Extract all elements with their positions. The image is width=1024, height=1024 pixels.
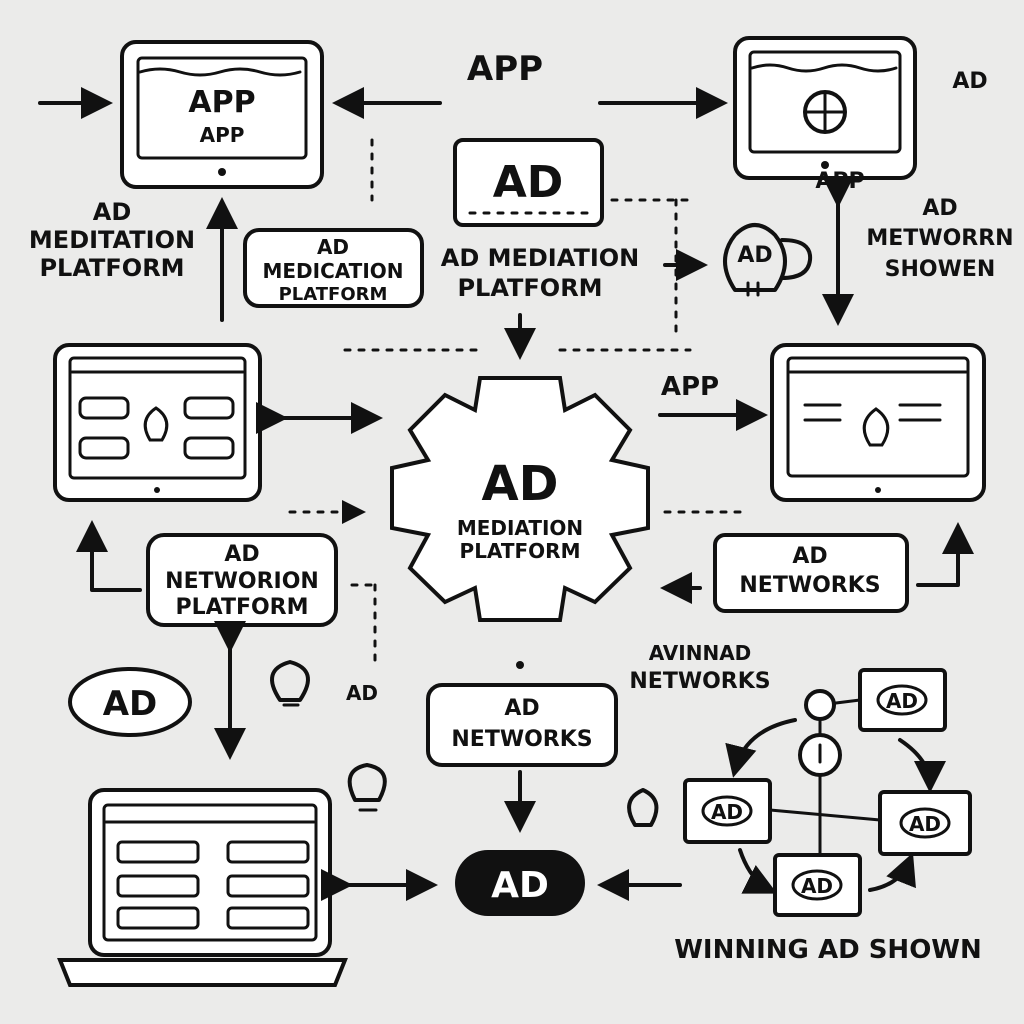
label-text: AD	[711, 800, 743, 824]
label-text: SHOWEN	[885, 257, 996, 282]
ad-small-label: AD	[346, 681, 378, 705]
tablet-app-subtitle: APP	[200, 123, 245, 147]
center-platform-text: AD MEDIATION PLATFORM	[441, 244, 639, 302]
lightbulb-ad-icon: AD	[723, 223, 813, 297]
right-network-text: AD METWORRN SHOWEN	[866, 196, 1013, 282]
label-text: AD	[886, 689, 918, 713]
label-text: PLATFORM	[457, 274, 602, 302]
label-text: AD	[909, 812, 941, 836]
winning-ad-shown-label: WINNING AD SHOWN	[674, 935, 981, 965]
ad-box-top: AD	[453, 138, 604, 227]
label-text: AD	[317, 235, 349, 259]
label-text: AD MEDIATION	[441, 244, 639, 272]
lightbulb-icon	[270, 660, 310, 707]
top-right-ad-label: AD	[952, 69, 987, 94]
medication-platform-box: AD MEDICATION PLATFORM	[243, 228, 424, 308]
label-text: AD	[737, 243, 772, 268]
left-platform-text: AD MEDITATION PLATFORM	[29, 198, 195, 282]
top-right-app-label: APP	[815, 169, 864, 194]
ad-networks-box-center: AD NETWORKS	[426, 683, 618, 767]
network-node-ad: AD	[683, 778, 772, 844]
label-text: AVINNAD	[649, 641, 752, 665]
label-text: AD	[801, 874, 833, 898]
label-text: MEDITATION	[29, 226, 195, 254]
label-text: AD	[103, 684, 158, 724]
ad-networks-box-right: AD NETWORKS	[713, 533, 909, 613]
tablet-top-right	[733, 36, 917, 180]
lightbulb-icon-bottom	[347, 763, 387, 812]
mid-app-label: APP	[661, 372, 719, 402]
label-text: NETWORKS	[629, 669, 770, 694]
tablet-mid-right	[770, 343, 986, 502]
gear-ad-label: AD	[482, 456, 559, 512]
label-text: MEDICATION	[262, 259, 403, 283]
label-text: PLATFORM	[39, 254, 184, 282]
label-text: NETWORKS	[739, 573, 880, 598]
label-text: AD	[491, 865, 549, 906]
network-node-ad: AD	[858, 668, 947, 732]
ad-network-graph: AD AD AD AD	[627, 668, 972, 917]
avinnad-networks-text: AVINNAD NETWORKS	[629, 641, 770, 694]
label-text: NETWORION	[165, 569, 319, 594]
top-app-label: APP	[467, 49, 543, 89]
tablet-app-title: APP	[188, 85, 255, 120]
label-text: AD	[922, 196, 957, 221]
label-text: METWORRN	[866, 226, 1013, 251]
laptop-bottom	[57, 788, 348, 987]
label-text: AD	[93, 198, 132, 226]
tablet-mid-left	[53, 343, 262, 502]
label-text: NETWORKS	[451, 727, 592, 752]
label-text: AD	[792, 544, 827, 569]
network-node-ad: AD	[773, 853, 862, 917]
gear-icon: AD MEDIATION PLATFORM	[390, 376, 650, 622]
label-text: AD	[224, 542, 259, 567]
tablet-top-left: APP APP	[120, 40, 324, 189]
network-node-ad: AD	[878, 790, 972, 856]
ad-pill-result: AD	[455, 850, 585, 916]
ad-box-label: AD	[493, 157, 564, 208]
ad-oval: AD	[68, 667, 192, 737]
label-text: MEDIATION	[457, 516, 583, 540]
label-text: PLATFORM	[279, 284, 388, 305]
label-text: AD	[504, 696, 539, 721]
label-text: PLATFORM	[175, 595, 308, 620]
ad-networion-platform-box: AD NETWORION PLATFORM	[146, 533, 338, 627]
label-text: PLATFORM	[460, 539, 581, 563]
